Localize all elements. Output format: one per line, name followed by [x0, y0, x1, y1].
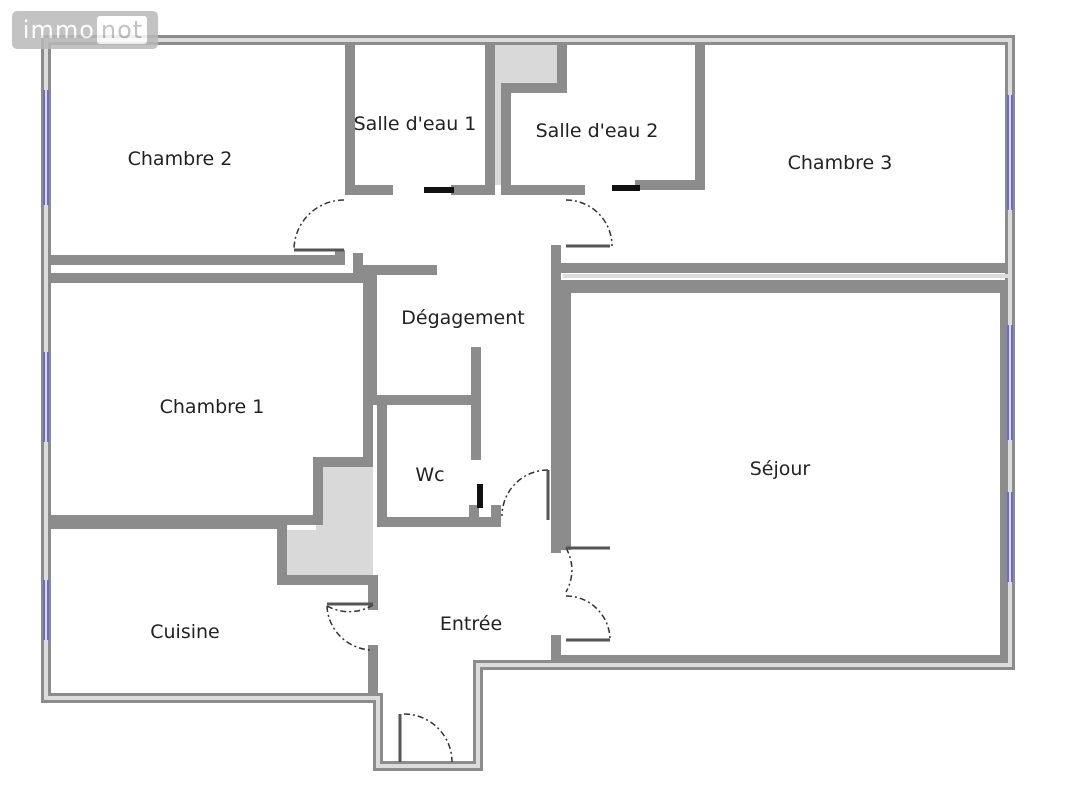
label-salle-eau-1: Salle d'eau 1 [354, 113, 477, 135]
label-salle-eau-2: Salle d'eau 2 [536, 120, 659, 142]
walls [41, 35, 1015, 771]
label-entree: Entrée [440, 613, 502, 635]
label-degagement: Dégagement [401, 307, 524, 329]
label-chambre-3: Chambre 3 [788, 152, 893, 174]
logo-part-1: immo [22, 16, 95, 44]
label-chambre-2: Chambre 2 [128, 148, 233, 170]
sliding-doors [424, 185, 640, 508]
label-sejour: Séjour [750, 458, 811, 480]
door-leaves [294, 244, 610, 762]
label-chambre-1: Chambre 1 [160, 396, 265, 418]
room-labels: Chambre 2 Salle d'eau 1 Salle d'eau 2 Ch… [128, 113, 893, 643]
windows [43, 90, 1013, 640]
label-wc: Wc [415, 464, 444, 486]
door-swings [293, 199, 613, 763]
label-cuisine: Cuisine [150, 621, 220, 643]
filled-zones [282, 42, 562, 580]
logo-part-2: not [96, 16, 148, 44]
